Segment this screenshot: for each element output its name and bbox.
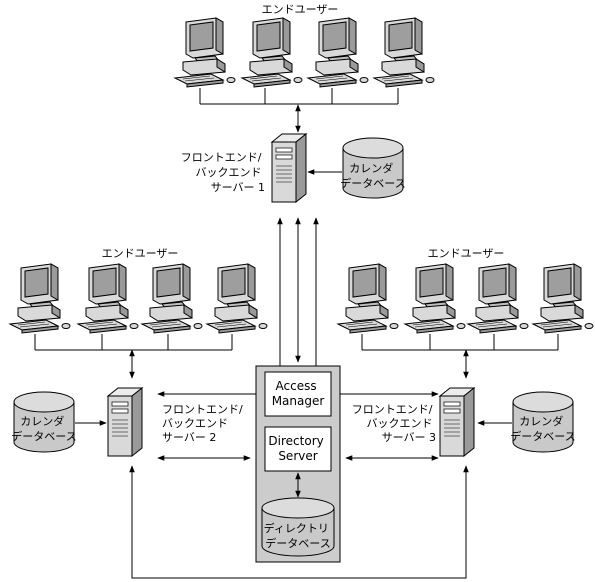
server-1-label: フロントエンド/ バックエンド サーバー 1 <box>181 151 265 194</box>
directory-server-label: Directory Server <box>268 434 327 463</box>
workstation <box>467 263 529 334</box>
workstation <box>337 263 399 334</box>
directory-db <box>261 497 335 557</box>
access-manager-box <box>264 371 332 417</box>
end-users-right-label: エンドユーザー <box>428 247 505 260</box>
workstation <box>532 263 594 334</box>
workstation <box>141 263 203 334</box>
server-1-icon <box>271 133 307 203</box>
end-users-top-label: エンドユーザー <box>262 3 339 16</box>
workstation <box>9 263 71 334</box>
workstation <box>404 263 466 334</box>
workstation <box>174 17 236 88</box>
server-2-label: フロントエンド/ バックエンド サーバー 2 <box>162 403 246 444</box>
calendar-db-1-label: カレンダ データベース <box>340 161 405 190</box>
end-users-left-label: エンドユーザー <box>102 247 179 260</box>
directory-server-box <box>264 426 332 472</box>
right-bus-line <box>361 334 559 351</box>
calendar-db-3-label: カレンダ データベース <box>510 414 575 443</box>
server-3-icon <box>439 387 475 457</box>
left-bus-line <box>34 334 233 351</box>
access-manager-label: Access Manager <box>272 379 325 408</box>
server2-server3-loop-arrow <box>129 465 469 579</box>
workstation <box>77 263 139 334</box>
server-2-icon <box>107 387 143 457</box>
workstation <box>206 263 268 334</box>
top-bus-line <box>199 88 399 105</box>
calendar-db-2-label: カレンダ データベース <box>11 414 76 443</box>
workstation <box>373 17 435 88</box>
directory-db-label: ディレクトリ データベース <box>264 521 333 550</box>
workstation <box>241 17 303 88</box>
server-3-label: フロントエンド/ バックエンド サーバー 3 <box>352 403 436 444</box>
workstation <box>307 17 369 88</box>
